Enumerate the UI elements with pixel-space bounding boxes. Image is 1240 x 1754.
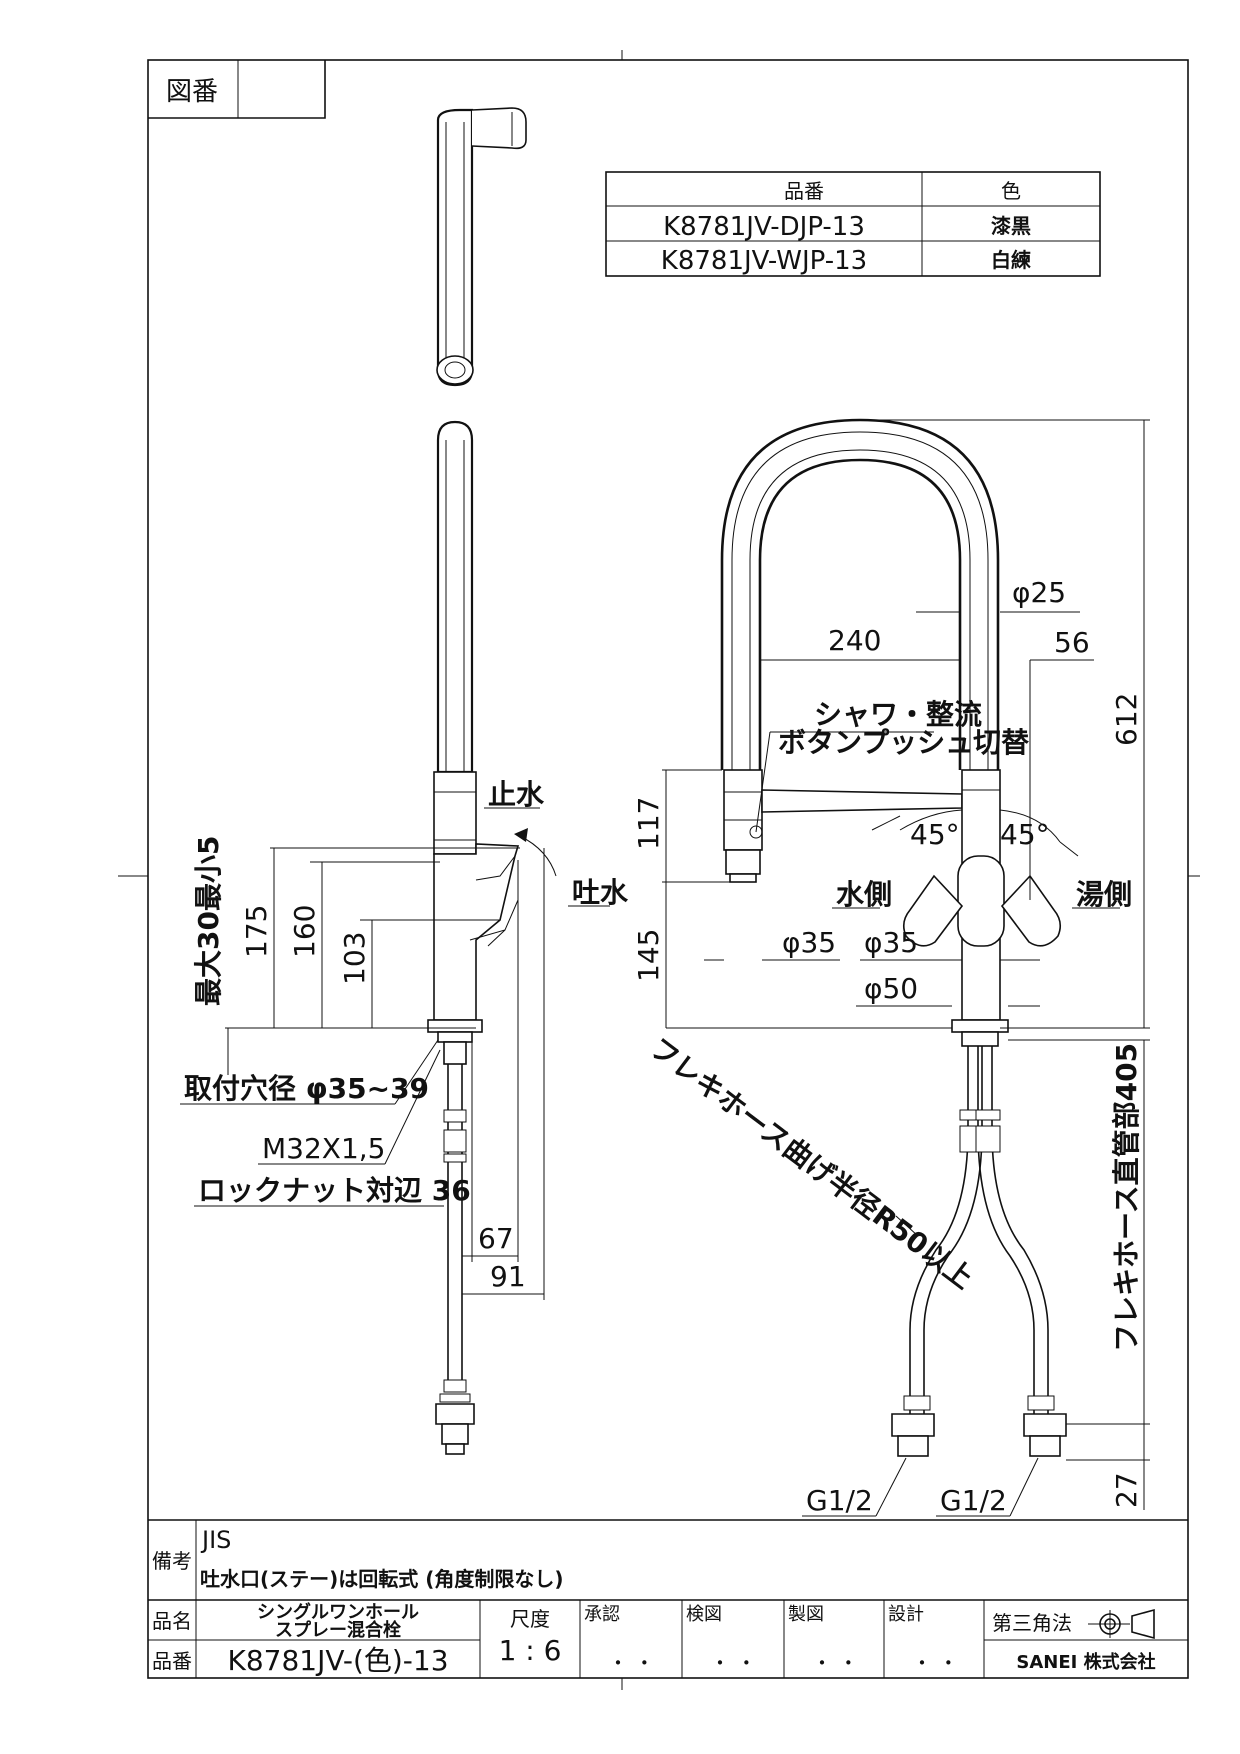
connector-left: G1/2	[806, 1484, 873, 1517]
product-name-label: 品名	[152, 1609, 192, 1633]
part-number-label: 品番	[152, 1649, 192, 1673]
notes-line1: JIS	[200, 1526, 231, 1554]
scale-value: 1 : 6	[499, 1634, 562, 1667]
dim-56: 56	[1054, 626, 1090, 659]
approve-dots: ・ ・	[608, 1651, 654, 1675]
design-dots: ・ ・	[912, 1651, 958, 1675]
title-block: 品名 シングルワンホール スプレー混合栓 品番 K8781JV-(色)-13 尺…	[148, 1600, 1188, 1678]
third-angle-projection-icon	[1088, 1608, 1155, 1640]
dim-612: 612	[1110, 693, 1143, 746]
draw-dots: ・ ・	[812, 1651, 858, 1675]
shower-note-line2: ボタンプッシュ切替	[778, 726, 1029, 759]
drawing-frame	[118, 50, 1200, 1690]
product-name-line1: シングルワンホール	[257, 1601, 419, 1623]
dim-67: 67	[478, 1222, 514, 1255]
stop-water-label: 止水	[488, 778, 545, 811]
notes-block: 備考 JIS 吐水口(ステー)は回転式 (角度制限なし)	[148, 1519, 1188, 1601]
dim-phi50: φ50	[864, 972, 918, 1005]
dim-91: 91	[490, 1260, 526, 1293]
dim-103: 103	[338, 932, 371, 985]
dim-max-min: 最大30最小5	[192, 836, 225, 1006]
scale-label: 尺度	[510, 1607, 550, 1631]
dim-phi35-left: φ35	[782, 926, 836, 959]
spec-row-part: K8781JV-DJP-13	[663, 212, 865, 242]
spout-water-label: 吐水	[572, 876, 629, 909]
cold-side-label: 水側	[836, 878, 892, 911]
product-name-line2: スプレー混合栓	[275, 1619, 401, 1641]
notes-line2: 吐水口(ステー)は回転式 (角度制限なし)	[200, 1567, 564, 1591]
part-number-value: K8781JV-(色)-13	[227, 1644, 448, 1677]
spec-table: 品番 色 K8781JV-DJP-13 漆黒 K8781JV-WJP-13 白練	[605, 171, 1101, 277]
drawing-number-box: 図番	[148, 60, 326, 119]
dim-145: 145	[632, 929, 665, 982]
projection-label: 第三角法	[992, 1611, 1072, 1635]
mount-hole-label: 取付穴径 φ35~39	[184, 1072, 429, 1105]
drawing-number-label: 図番	[166, 77, 218, 107]
connector-right: G1/2	[940, 1484, 1007, 1517]
approve-label: 承認	[584, 1604, 620, 1625]
angle-right: 45°	[1000, 818, 1050, 851]
check-label: 検図	[686, 1604, 722, 1625]
front-spout-arch	[720, 418, 1062, 1047]
front-hoses	[891, 1046, 1067, 1457]
spout-top-section	[436, 107, 527, 387]
hot-side-label: 湯側	[1076, 878, 1132, 911]
hose-straight-note: フレキホース直管部405	[1110, 1043, 1143, 1352]
spec-row-part: K8781JV-WJP-13	[661, 246, 867, 276]
dim-160: 160	[288, 905, 321, 958]
dim-phi25: φ25	[1012, 576, 1066, 609]
check-dots: ・ ・	[710, 1651, 756, 1675]
spec-header-part: 品番	[784, 179, 824, 203]
spec-header-color: 色	[1001, 179, 1021, 203]
angle-left: 45°	[910, 818, 960, 851]
front-dimensions: φ25 240 56 612 シャワ・整流 ボタンプッシュ切替 117 145 …	[632, 419, 1150, 1517]
shower-note-line1: シャワ・整流	[814, 698, 982, 731]
hose-bend-note: フレキホース曲げ半径R50以上	[644, 1031, 979, 1295]
side-view: 最大30最小5 175 160 103 止水 吐水 取付穴径 φ35~39 M3…	[180, 107, 629, 1455]
notes-label: 備考	[152, 1549, 192, 1573]
draw-label: 製図	[788, 1604, 824, 1625]
locknut-label: ロックナット対辺 36	[198, 1174, 471, 1207]
design-label: 設計	[888, 1604, 924, 1625]
side-dimensions: 最大30最小5 175 160 103 止水 吐水 取付穴径 φ35~39 M3…	[180, 778, 629, 1300]
dim-175: 175	[240, 905, 273, 958]
dim-117: 117	[632, 797, 665, 850]
dim-phi35-right: φ35	[864, 926, 918, 959]
company-name: SANEI 株式会社	[1016, 1651, 1155, 1673]
spec-row-color: 漆黒	[991, 214, 1031, 238]
side-main-pipe	[427, 420, 520, 1455]
dim-240: 240	[828, 624, 881, 657]
thread-label: M32X1,5	[262, 1132, 386, 1165]
dim-27: 27	[1110, 1472, 1143, 1508]
spec-row-color: 白練	[991, 248, 1031, 272]
front-view: φ25 240 56 612 シャワ・整流 ボタンプッシュ切替 117 145 …	[632, 418, 1150, 1517]
